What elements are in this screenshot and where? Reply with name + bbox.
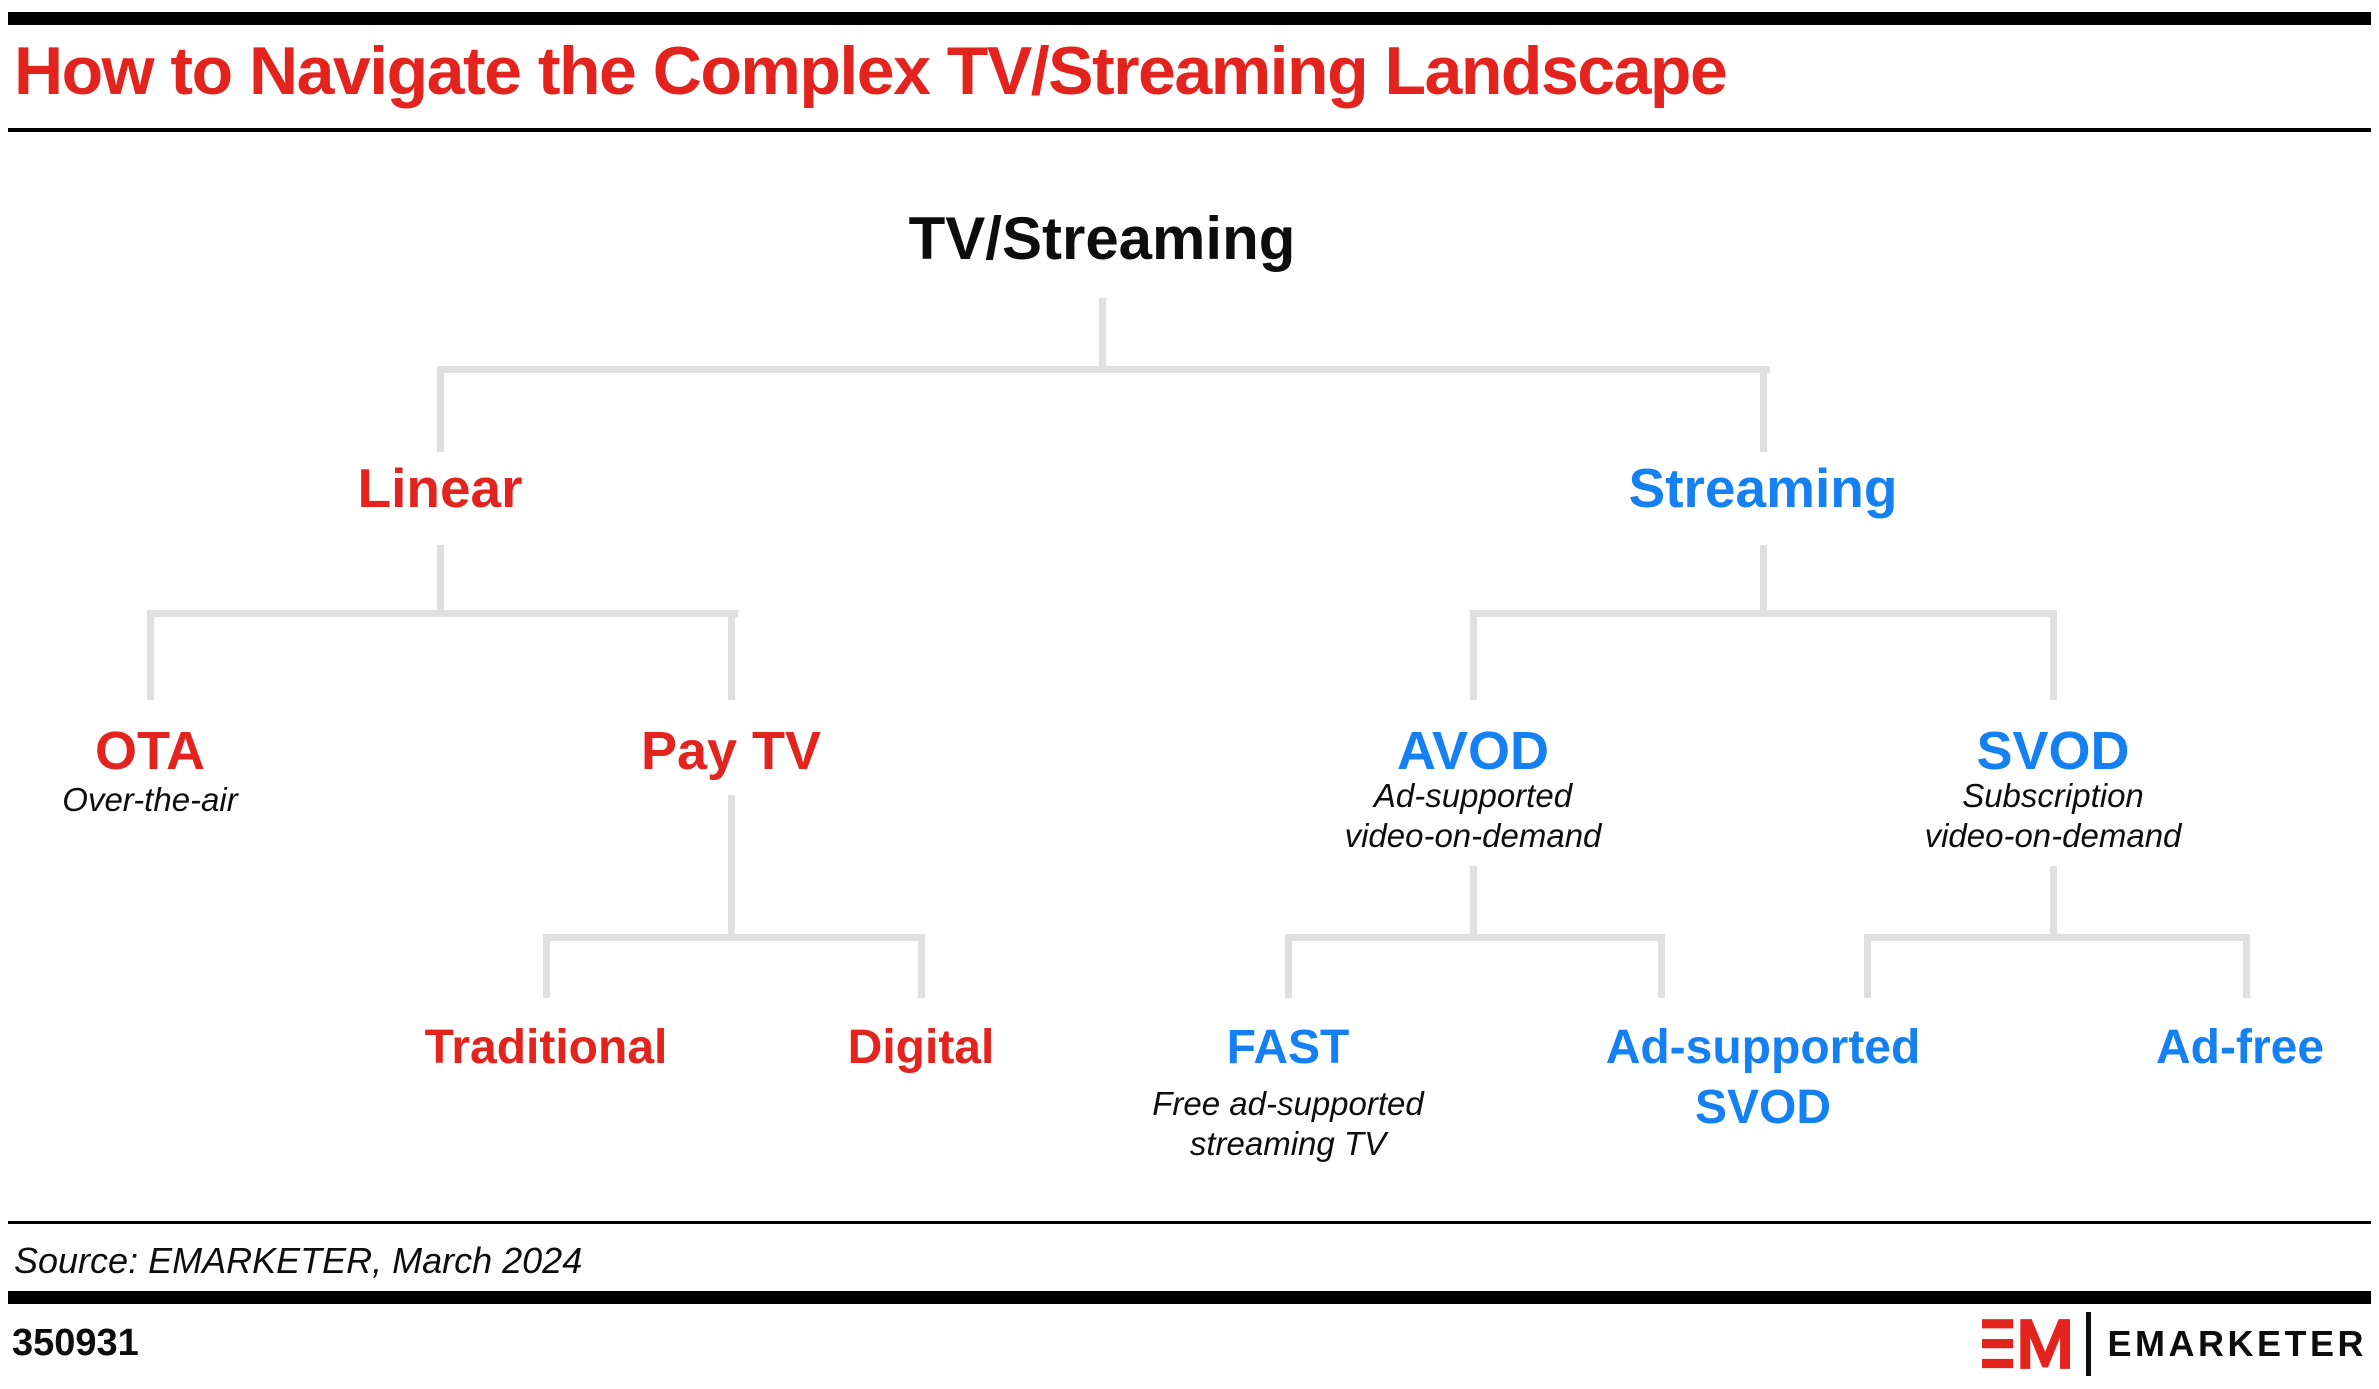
node-ota: OTA [95, 721, 205, 781]
node-fast-subtitle-line1: Free ad-supported [1152, 1085, 1424, 1122]
connector-paytv-bar [543, 934, 925, 941]
connector-streaming-bar [1470, 610, 2057, 617]
connector-drop-svod [2050, 610, 2057, 700]
node-adsupported-svod: Ad-supported SVOD [1606, 1018, 1921, 1138]
connector-drop-digital [918, 934, 925, 998]
node-tv-streaming: TV/Streaming [908, 205, 1296, 272]
brand-logo: EMARKETER [1982, 1312, 2367, 1376]
connector-paytv-stub [728, 795, 735, 934]
footer-bottom-bar [8, 1291, 2371, 1304]
node-avod-subtitle-line1: Ad-supported [1373, 777, 1573, 814]
brand-name: EMARKETER [2107, 1323, 2367, 1364]
connector-avod-bar [1285, 934, 1665, 941]
node-fast: FAST [1226, 1021, 1350, 1074]
source-note: Source: EMARKETER, March 2024 [14, 1240, 583, 1281]
node-svod: SVOD [1976, 721, 2130, 781]
connector-drop-adfree [2243, 934, 2250, 998]
node-ota-subtitle: Over-the-air [62, 781, 238, 818]
connector-avod-stub [1470, 866, 1477, 934]
node-svod-subtitle-line1: Subscription [1962, 777, 2144, 814]
node-avod-subtitle-line2: video-on-demand [1344, 817, 1602, 854]
connector-drop-streaming [1760, 366, 1767, 452]
connector-drop-linear [437, 366, 444, 452]
connector-level1-bar [437, 366, 1770, 373]
em-logo-icon [1982, 1319, 2071, 1369]
connector-linear-stub [437, 545, 444, 610]
chart-id: 350931 [12, 1322, 139, 1364]
node-adfree: Ad-free [2155, 1021, 2325, 1074]
node-paytv: Pay TV [640, 721, 822, 781]
connector-linear-bar [147, 610, 738, 617]
connector-drop-paytv [728, 610, 735, 700]
logo-divider-icon [2086, 1312, 2092, 1376]
connector-drop-traditional [543, 934, 550, 998]
node-traditional: Traditional [424, 1021, 668, 1074]
node-adsupported-svod-line1: Ad-supported [1605, 1021, 1921, 1074]
connector-drop-ota [147, 610, 154, 700]
connector-drop-avod [1470, 610, 1477, 700]
connector-svod-stub [2050, 866, 2057, 934]
connector-root-stub [1099, 298, 1106, 366]
node-streaming: Streaming [1628, 457, 1898, 519]
node-linear: Linear [357, 457, 523, 519]
connector-svod-bar [1864, 934, 2250, 941]
node-fast-subtitle-line2: streaming TV [1189, 1125, 1387, 1162]
node-adsupported-svod-line2: SVOD [1694, 1081, 1832, 1134]
node-svod-subtitle-line2: video-on-demand [1924, 817, 2182, 854]
connector-streaming-stub [1760, 545, 1767, 610]
header-top-bar [8, 12, 2371, 25]
connector-drop-adsupported-left [1658, 934, 1665, 998]
connector-drop-adsupported-right [1864, 934, 1871, 998]
footer-rule [8, 1221, 2371, 1224]
connector-drop-fast [1285, 934, 1292, 998]
node-fast-subtitle: Free ad-supported streaming TV [1152, 1084, 1424, 1164]
node-avod-subtitle: Ad-supported video-on-demand [1345, 776, 1602, 856]
header-rule [8, 128, 2371, 132]
node-digital: Digital [847, 1021, 995, 1074]
page-title: How to Navigate the Complex TV/Streaming… [14, 33, 1728, 109]
node-avod: AVOD [1396, 721, 1550, 781]
node-svod-subtitle: Subscription video-on-demand [1925, 776, 2182, 856]
